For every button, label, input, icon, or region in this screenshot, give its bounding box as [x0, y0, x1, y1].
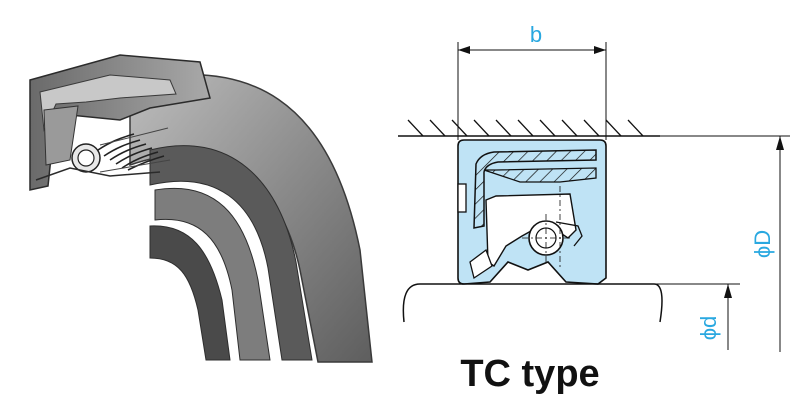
width-dimension: [457, 42, 607, 140]
figure-caption: TC type: [460, 353, 600, 395]
outer-diameter-dimension: [776, 136, 784, 352]
inner-diameter-label: ϕd: [696, 316, 721, 341]
inner-diameter-dimension: [724, 284, 732, 350]
outer-diameter-label: ϕD: [750, 230, 775, 258]
garter-spring-section: [522, 214, 570, 262]
garter-spring-illustration: [71, 127, 171, 173]
metal-case: [473, 149, 597, 229]
face-notch: [457, 183, 467, 213]
cross-section-drawing: b ϕD ϕd: [398, 22, 790, 352]
seal-cutaway-illustration: [29, 54, 373, 363]
housing-hatching: [407, 119, 644, 137]
shaft-outline: [402, 283, 663, 323]
width-dimension-label: b: [530, 22, 542, 47]
